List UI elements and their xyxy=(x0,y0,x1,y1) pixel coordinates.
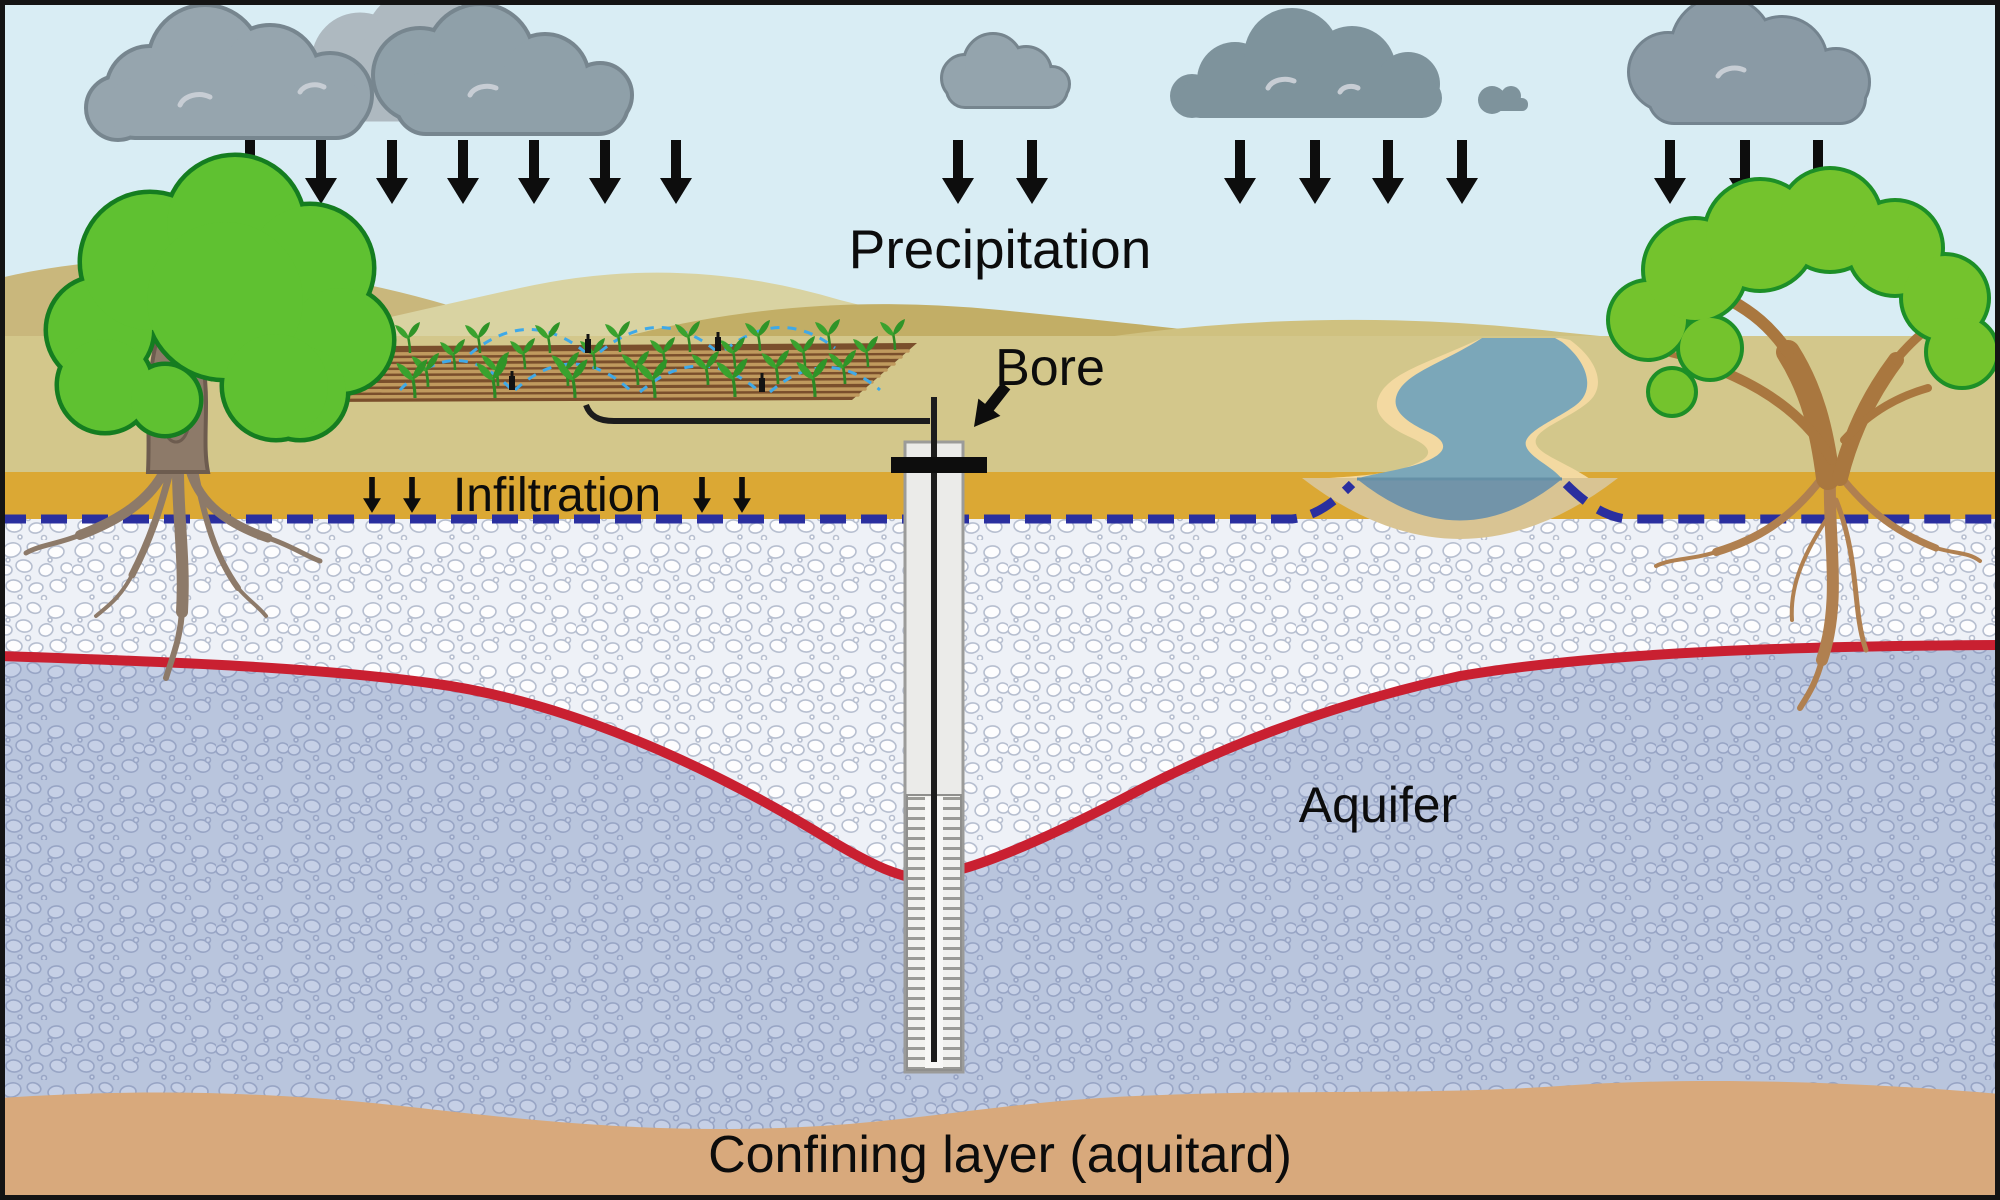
tree-roots xyxy=(1654,472,1982,711)
infiltration-layer xyxy=(0,472,2000,519)
aquifer-label: Aquifer xyxy=(1299,777,1457,833)
bore-well xyxy=(891,397,987,1074)
tree-icon xyxy=(23,157,392,681)
river-bed-water xyxy=(1357,479,1562,521)
cloud-icon xyxy=(1630,0,1868,122)
saturated-aquifer-zone xyxy=(0,645,2000,1200)
water-table-line xyxy=(0,640,2000,882)
river xyxy=(1302,338,1618,539)
tree-roots xyxy=(23,464,323,681)
irrigation-pipe xyxy=(583,403,930,424)
river-water xyxy=(1357,338,1588,479)
precipitation-label: Precipitation xyxy=(849,218,1152,280)
confining-layer-label: Confining layer (aquitard) xyxy=(708,1126,1292,1184)
tree-icon xyxy=(1610,170,1996,711)
rain-clouds xyxy=(88,0,1868,138)
confining-layer xyxy=(0,1080,2000,1200)
crop-field xyxy=(314,317,917,402)
bore-label: Bore xyxy=(995,339,1105,397)
cloud-icon xyxy=(1170,8,1442,118)
cloud-icon xyxy=(88,0,570,138)
bore-collar xyxy=(891,457,987,473)
cloud-icon xyxy=(375,6,630,132)
infiltration-label: Infiltration xyxy=(453,469,661,522)
infiltration-boundary-dashed-line xyxy=(0,480,2000,524)
